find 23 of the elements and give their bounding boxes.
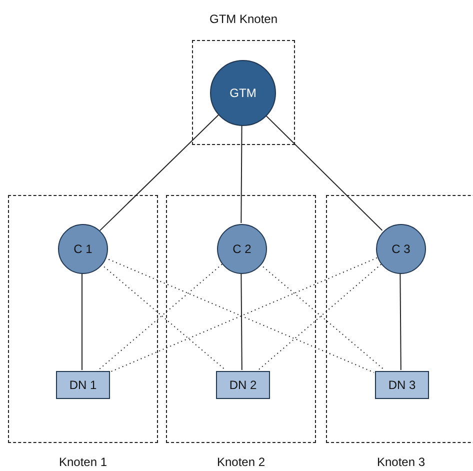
process-box (56, 371, 110, 399)
circle-node (58, 224, 108, 274)
group-heading: GTM Knoten (208, 12, 279, 26)
connector-line (99, 114, 219, 232)
connector-line (240, 272, 242, 370)
node-label: C 1 (74, 242, 92, 256)
group-heading: Knoten 3 (376, 455, 426, 469)
connector-line (400, 272, 402, 370)
circle-node (376, 224, 426, 274)
process-box (216, 371, 270, 399)
node-label: DN 1 (69, 378, 97, 392)
process-box (375, 371, 429, 399)
node-label: DN 3 (388, 378, 416, 392)
circle-node (217, 224, 267, 274)
group-heading: Knoten 2 (216, 455, 266, 469)
node-label: C 3 (392, 242, 410, 256)
node-label: C 2 (232, 242, 252, 256)
connector-line (240, 124, 242, 224)
node-label: GTM (230, 86, 256, 100)
node-label: DN 2 (229, 378, 257, 392)
connector-line (264, 114, 383, 231)
group-heading: Knoten 1 (58, 455, 108, 469)
circle-node (210, 60, 276, 126)
